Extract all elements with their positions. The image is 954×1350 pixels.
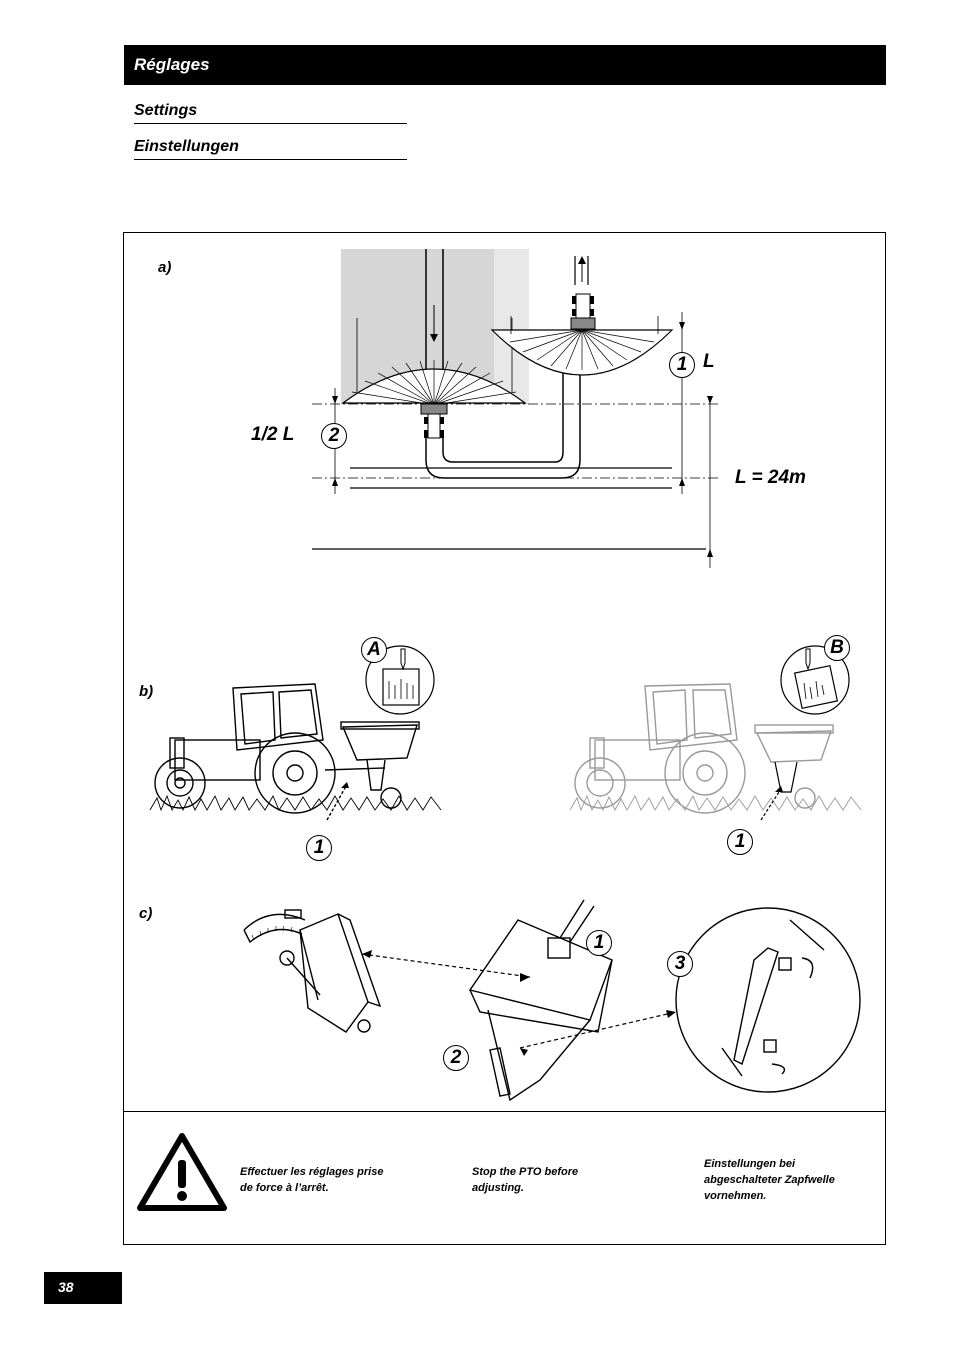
marker-3: 3 bbox=[667, 951, 693, 977]
tractor-spreader-illustration-b bbox=[569, 683, 862, 821]
marker-1: 1 bbox=[306, 835, 332, 861]
figure-a-label: a) bbox=[158, 259, 172, 276]
marker-1: 1 bbox=[669, 352, 695, 378]
dimension-half-L-label: 1/2 L bbox=[251, 424, 295, 445]
page-title: Réglages bbox=[134, 55, 210, 74]
setting-chart-inset-a bbox=[365, 645, 435, 715]
marker-1: 1 bbox=[727, 829, 753, 855]
subtitle-underline bbox=[134, 159, 407, 160]
frame-divider bbox=[123, 1111, 886, 1112]
warning-text-fr: Effectuer les réglages prise de force à … bbox=[240, 1166, 384, 1194]
page-number: 38 bbox=[58, 1279, 74, 1295]
warning-triangle-icon bbox=[137, 1133, 227, 1211]
figure-frame bbox=[123, 232, 886, 1245]
page-number-badge: 38 bbox=[44, 1272, 122, 1304]
variant-a-badge: A bbox=[361, 637, 387, 663]
subtitle-einstellungen: Einstellungen bbox=[134, 138, 239, 155]
header-bar: Réglages bbox=[124, 45, 886, 85]
figure-b-label: b) bbox=[139, 683, 154, 700]
figure-c-label: c) bbox=[139, 905, 153, 922]
warning-text-en: Stop the PTO before adjusting. bbox=[472, 1166, 579, 1194]
marker-2: 2 bbox=[443, 1045, 469, 1071]
subtitle-settings: Settings bbox=[134, 102, 198, 119]
dimension-L-label: L bbox=[703, 351, 715, 372]
marker-2: 2 bbox=[321, 423, 347, 449]
tractor-spreader-illustration-a bbox=[149, 683, 442, 821]
subtitle-underline bbox=[134, 123, 407, 124]
setting-chart-inset-b bbox=[780, 645, 850, 715]
variant-b-badge: B bbox=[824, 635, 850, 661]
warning-text-de: Einstellungen bei abgeschalteter Zapfwel… bbox=[704, 1158, 835, 1202]
dimension-L-value: L = 24m bbox=[735, 467, 806, 488]
marker-1: 1 bbox=[586, 930, 612, 956]
